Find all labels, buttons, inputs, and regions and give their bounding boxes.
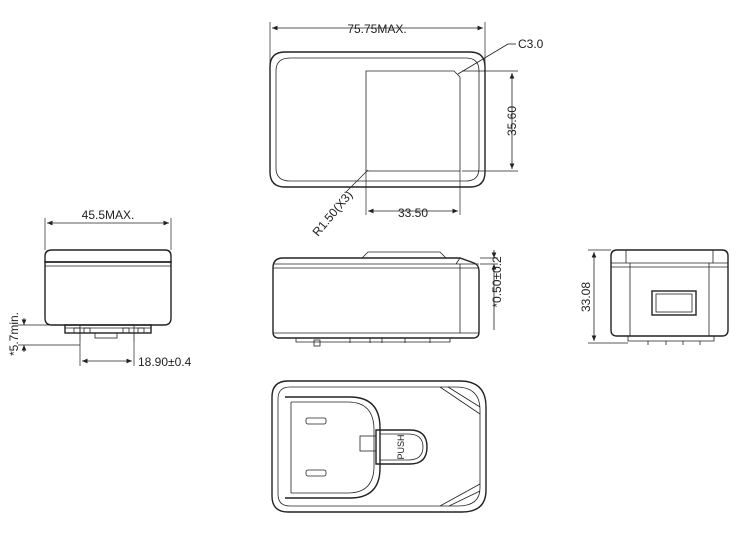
dim-top-width: 75.75MAX. (269, 22, 486, 66)
label-width-label: 33.50 (398, 206, 428, 220)
dim-label-height: 35.60 (462, 70, 519, 172)
dim-foot-height: *5.7min. (7, 312, 80, 356)
bottom-view: PUSH (271, 380, 487, 513)
label-area (365, 70, 461, 172)
dim-label-width: 33.50 (365, 171, 461, 220)
label-height-label: 35.60 (505, 106, 519, 136)
slot-width-label: 18.90±0.4 (138, 355, 192, 369)
push-label: PUSH (396, 434, 406, 459)
foot-height-label: *5.7min. (7, 312, 21, 356)
left-side-view (44, 249, 172, 342)
dim-chamfer: C3.0 (457, 37, 544, 75)
corner-radius-label: R1.50(X3) (310, 188, 356, 239)
top-view (269, 51, 486, 188)
dim-slot-width: 18.90±0.4 (79, 342, 192, 369)
total-height-label: 33.08 (579, 282, 593, 312)
push-latch (375, 429, 428, 465)
side-width-label: 45.5MAX. (82, 208, 135, 222)
top-width-label: 75.75MAX. (347, 22, 406, 36)
dim-total-height: 33.08 (579, 249, 628, 344)
foot-offset-label: *0.50±0.2 (490, 256, 504, 308)
dim-foot-offset: *0.50±0.2 (480, 250, 504, 330)
right-side-view (610, 249, 729, 345)
chamfer-label: C3.0 (518, 37, 544, 51)
dim-side-width: 45.5MAX. (44, 208, 172, 250)
front-view (272, 251, 480, 347)
dim-corner-radius: R1.50(X3) (310, 169, 369, 239)
side-label-window (651, 290, 697, 316)
